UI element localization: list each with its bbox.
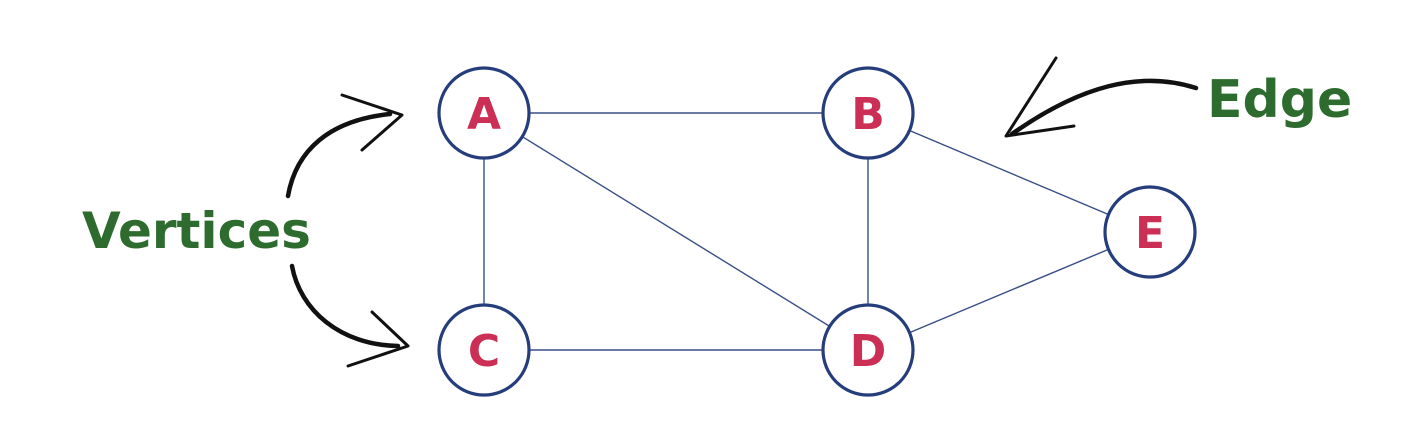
vertex-label: A (467, 89, 501, 140)
vertex-circle (437, 66, 531, 160)
edge-b-e (867, 112, 1151, 233)
vertex-label: D (850, 326, 887, 377)
edges-group (483, 112, 1151, 351)
vertex-c: C (437, 303, 531, 397)
vertex-label: E (1135, 208, 1165, 259)
vertex-b: B (821, 66, 915, 160)
edge-annotation: Edge (1207, 70, 1352, 130)
vertex-circle (821, 66, 915, 160)
edge-a-d (483, 112, 869, 351)
vertices-group: A B C D E (437, 66, 1197, 397)
edge-d-e (867, 231, 1151, 351)
vertex-d: D (821, 303, 915, 397)
vertex-circle (821, 303, 915, 397)
vertices-arrow-icon (285, 93, 410, 368)
vertex-circle (1103, 185, 1197, 279)
vertex-a: A (437, 66, 531, 160)
vertex-e: E (1103, 185, 1197, 279)
vertices-annotation: Vertices (82, 202, 311, 260)
vertex-label: B (851, 89, 885, 140)
vertex-circle (437, 303, 531, 397)
vertex-label: C (468, 326, 500, 377)
edge-arrow-icon (1004, 56, 1199, 138)
